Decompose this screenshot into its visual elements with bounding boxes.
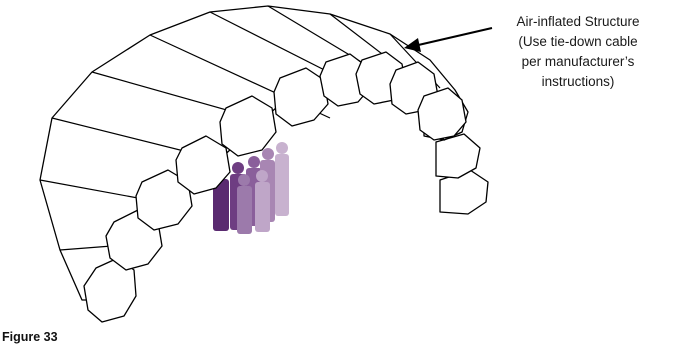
person-silhouette xyxy=(237,174,252,234)
person-silhouette xyxy=(255,170,270,232)
callout-arrow xyxy=(404,27,493,52)
person-silhouette xyxy=(275,142,289,216)
structure-callout-label: Air-inflated Structure (Use tie-down cab… xyxy=(488,12,668,92)
callout-line: Air-inflated Structure xyxy=(516,14,640,29)
callout-line: per manufacturer’s xyxy=(521,54,635,69)
figure-caption: Figure 33 xyxy=(2,330,58,344)
people-silhouettes xyxy=(213,142,289,234)
tube-end-caps xyxy=(83,51,467,323)
callout-line: instructions) xyxy=(541,74,615,89)
callout-line: (Use tie-down cable xyxy=(518,34,638,49)
arch-body xyxy=(39,5,469,301)
